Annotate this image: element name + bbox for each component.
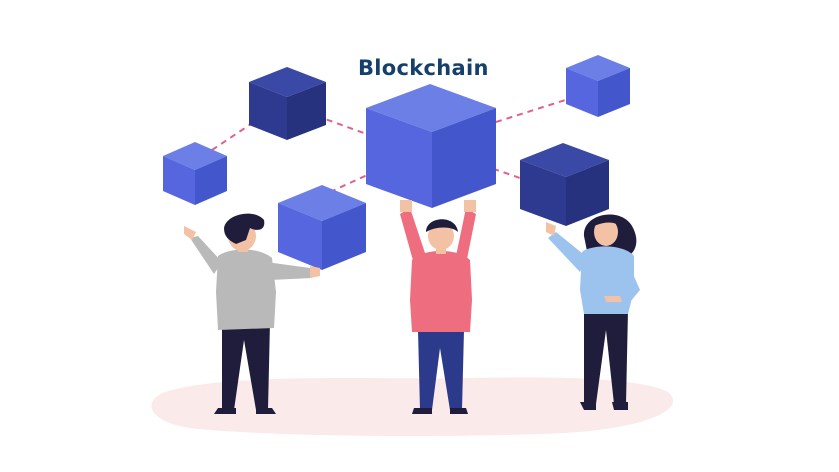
cube-icon	[366, 84, 496, 208]
person-icon	[184, 213, 320, 414]
person-icon	[400, 200, 476, 414]
page-title: Blockchain	[358, 56, 489, 80]
cube-icon	[278, 185, 366, 270]
chain-link	[495, 95, 579, 123]
chain-link	[329, 159, 401, 193]
cube-icon	[163, 142, 227, 205]
cube-icon	[249, 67, 326, 140]
cube-icon	[520, 143, 609, 226]
cube-icon	[566, 55, 630, 117]
person-icon	[546, 214, 640, 410]
ground-shadow	[151, 377, 674, 436]
